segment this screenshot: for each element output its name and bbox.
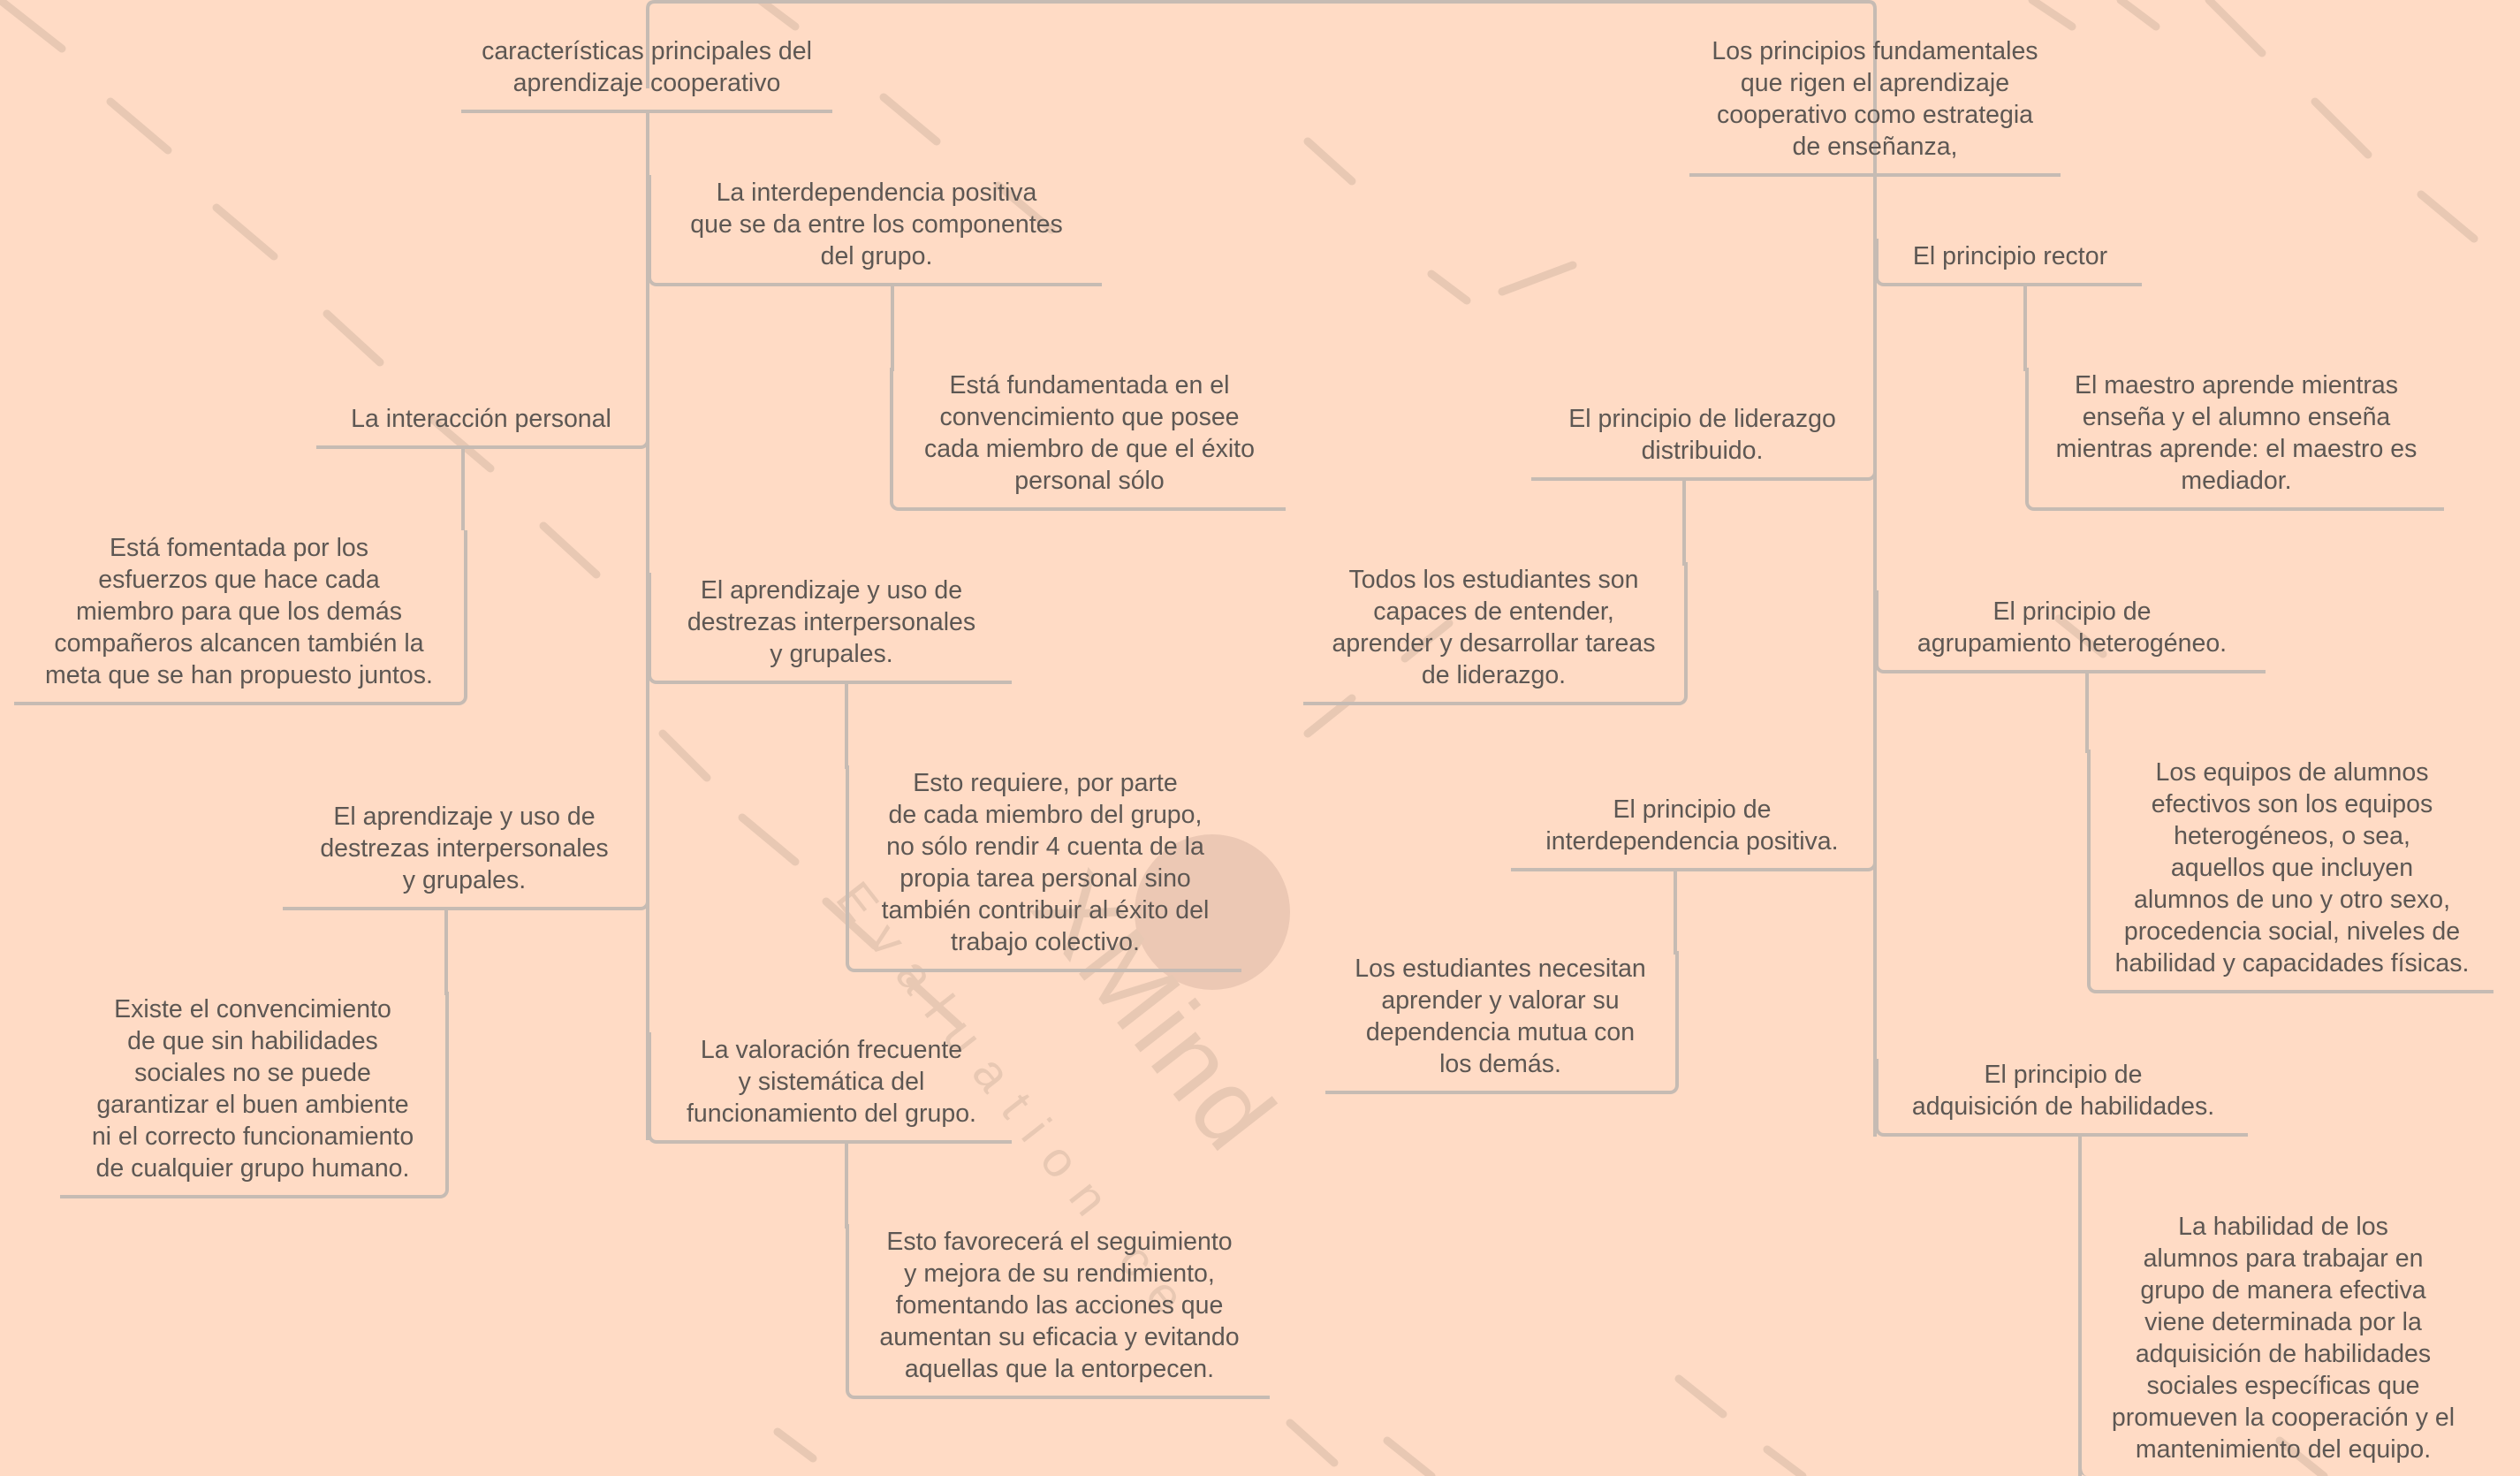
topic-agrupamiento[interactable]: El principio de agrupamiento heterogéneo…	[1875, 590, 2266, 673]
topic-requiere-label: Esto requiere, por parte de cada miembro…	[881, 769, 1210, 956]
topic-aprendizaje-destrezas-center-label: El aprendizaje y uso de destrezas interp…	[687, 576, 976, 668]
topic-aprendizaje-destrezas-left[interactable]: El aprendizaje y uso de destrezas interp…	[283, 799, 649, 910]
watermark-dash	[1427, 270, 1471, 305]
watermark-dash	[1303, 137, 1356, 186]
watermark-dash	[994, 181, 1056, 234]
watermark-dash	[658, 729, 711, 782]
watermark-dash	[1763, 1445, 1807, 1476]
topic-fomentada[interactable]: Está fomentada por los esfuerzos que hac…	[14, 530, 467, 705]
topic-principios[interactable]: Los principios fundamentales que rigen e…	[1689, 34, 2061, 177]
topic-maestro-label: El maestro aprende mientras enseña y el …	[2055, 371, 2418, 495]
watermark-dash	[2205, 0, 2266, 57]
topic-interdependencia-principio-label: El principio de interdependencia positiv…	[1545, 795, 1839, 856]
topic-equipos[interactable]: Los equipos de alumnos efectivos son los…	[2087, 749, 2493, 993]
watermark-dash	[1286, 1419, 1339, 1467]
watermark-dash	[755, 0, 800, 31]
connector-line	[646, 0, 1877, 177]
topic-habilidad-label: La habilidad de los alumnos para trabaja…	[2111, 1213, 2455, 1464]
topic-convencimiento-label: Existe el convencimiento de que sin habi…	[91, 995, 414, 1183]
topic-requiere[interactable]: Esto requiere, por parte de cada miembro…	[846, 765, 1241, 972]
topic-caracteristicas-label: características principales del aprendiz…	[482, 37, 812, 97]
watermark-dash	[212, 203, 278, 261]
topic-maestro[interactable]: El maestro aprende mientras enseña y el …	[2025, 368, 2444, 511]
topic-fundamentada[interactable]: Está fundamentada en el convencimiento q…	[890, 368, 1286, 511]
topic-agrupamiento-label: El principio de agrupamiento heterogéneo…	[1917, 597, 2228, 658]
topic-principio-rector-label: El principio rector	[1912, 242, 2108, 270]
watermark-dash	[906, 977, 963, 1030]
watermark-dash	[773, 1427, 817, 1463]
watermark-dash	[822, 897, 879, 950]
topic-fomentada-label: Está fomentada por los esfuerzos que hac…	[45, 534, 433, 689]
watermark-dash	[0, 0, 66, 53]
topic-fundamentada-label: Está fundamentada en el convencimiento q…	[924, 371, 1255, 495]
topic-valoracion[interactable]: La valoración frecuente y sistemática de…	[648, 1032, 1012, 1144]
topic-necesitan[interactable]: Los estudiantes necesitan aprender y val…	[1325, 951, 1679, 1094]
watermark-dash	[2275, 1436, 2328, 1476]
topic-valoracion-label: La valoración frecuente y sistemática de…	[687, 1036, 976, 1128]
watermark-dash	[2311, 97, 2372, 159]
topic-equipos-label: Los equipos de alumnos efectivos son los…	[2114, 758, 2470, 978]
topic-interdependencia-principio[interactable]: El principio de interdependencia positiv…	[1511, 792, 1877, 871]
watermark-dash	[1674, 1374, 1727, 1419]
topic-liderazgo[interactable]: El principio de liderazgo distribuido.	[1531, 401, 1877, 481]
topic-principios-label: Los principios fundamentales que rigen e…	[1712, 37, 2038, 161]
topic-convencimiento[interactable]: Existe el convencimiento de que sin habi…	[60, 992, 449, 1198]
topic-interaccion-personal[interactable]: La interacción personal	[316, 401, 649, 449]
watermark-dash	[738, 813, 800, 866]
topic-liderazgo-label: El principio de liderazgo distribuido.	[1568, 405, 1836, 465]
topic-favorecera[interactable]: Esto favorecerá el seguimiento y mejora …	[846, 1224, 1270, 1399]
topic-interdependencia-positiva-label: La interdependencia positiva que se da e…	[690, 179, 1063, 270]
topic-interdependencia-positiva[interactable]: La interdependencia positiva que se da e…	[648, 175, 1102, 286]
watermark-dash	[1400, 619, 1454, 663]
topic-caracteristicas[interactable]: características principales del aprendiz…	[461, 34, 832, 113]
watermark-dash	[539, 521, 601, 579]
watermark-dash	[323, 309, 384, 367]
topic-adquisicion-label: El principio de adquisición de habilidad…	[1911, 1061, 2215, 1121]
watermark-dash	[1383, 1436, 1436, 1476]
topic-todos-estudiantes-label: Todos los estudiantes son capaces de ent…	[1332, 566, 1656, 689]
topic-aprendizaje-destrezas-left-label: El aprendizaje y uso de destrezas interp…	[320, 803, 609, 894]
watermark-dash	[2116, 0, 2160, 31]
topic-interaccion-personal-label: La interacción personal	[351, 405, 611, 433]
watermark-dash	[879, 93, 941, 146]
watermark-dash	[2028, 0, 2076, 31]
topic-habilidad[interactable]: La habilidad de los alumnos para trabaja…	[2078, 1213, 2485, 1476]
watermark-dash	[2417, 190, 2478, 243]
topic-todos-estudiantes[interactable]: Todos los estudiantes son capaces de ent…	[1303, 562, 1688, 705]
topic-principio-rector[interactable]: El principio rector	[1875, 239, 2142, 286]
watermark-dash	[429, 415, 495, 473]
topic-favorecera-label: Esto favorecerá el seguimiento y mejora …	[879, 1228, 1240, 1383]
watermark-dash	[2054, 614, 2107, 658]
topic-necesitan-label: Los estudiantes necesitan aprender y val…	[1355, 955, 1646, 1078]
watermark-dash	[1498, 261, 1577, 296]
topic-adquisicion[interactable]: El principio de adquisición de habilidad…	[1875, 1059, 2248, 1137]
topic-aprendizaje-destrezas-center[interactable]: El aprendizaje y uso de destrezas interp…	[648, 573, 1012, 684]
watermark-dash	[106, 97, 172, 155]
